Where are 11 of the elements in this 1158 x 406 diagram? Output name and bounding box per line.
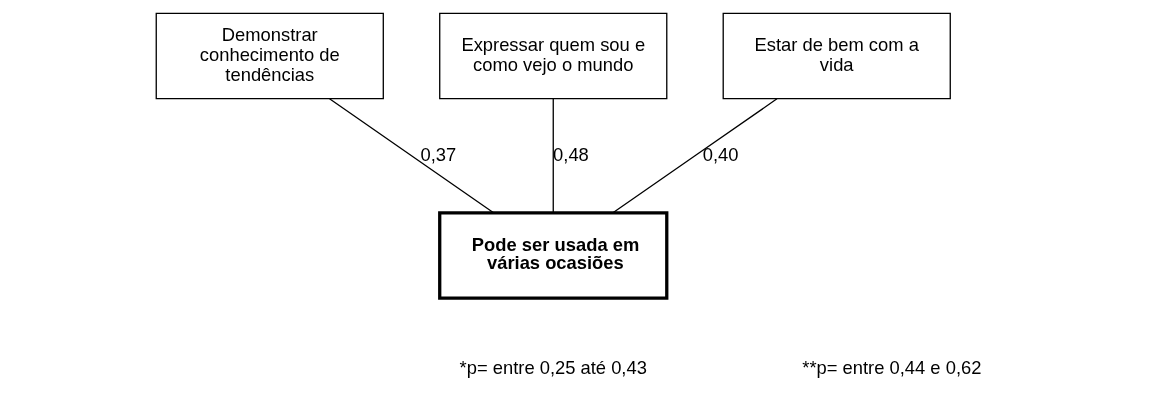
node-box: Estar de bem com a vida xyxy=(722,12,951,100)
connector xyxy=(328,98,494,214)
node-box: Pode ser usada em várias ocasiões xyxy=(437,211,668,300)
label: **p= entre 0,44 e 0,62 xyxy=(801,356,981,378)
edge-label: 0,40 xyxy=(702,143,738,165)
node-box: Expressar quem sou e como vejo o mundo xyxy=(438,12,667,100)
connector xyxy=(552,98,554,214)
edge-label: 0,37 xyxy=(420,143,456,165)
label: *p= entre 0,25 até 0,43 xyxy=(459,356,647,378)
node-box: Demonstrar conhecimento de tendências xyxy=(155,12,384,100)
connector xyxy=(611,98,778,214)
